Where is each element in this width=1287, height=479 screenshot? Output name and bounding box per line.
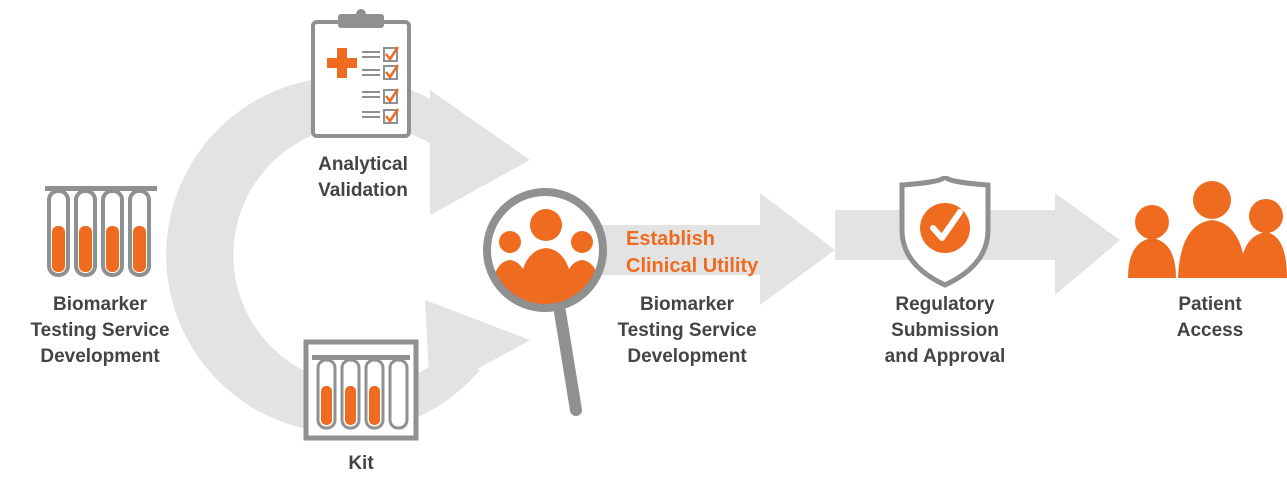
- test-tube-rack-icon: [303, 339, 419, 441]
- cycle-arrows: [166, 76, 530, 433]
- step-clinical-biomarker-development-label: Biomarker Testing Service Development: [617, 294, 757, 367]
- step-kit-label: Kit: [348, 453, 374, 474]
- step-biomarker-development-label: Biomarker Testing Service Development: [30, 294, 170, 367]
- people-group-icon: [1128, 181, 1287, 278]
- shield-check-icon: [899, 174, 991, 288]
- step-patient-access-label: Patient Access: [1176, 294, 1244, 341]
- step-establish-clinical-utility-label: Establish Clinical Utility: [626, 228, 759, 277]
- step-regulatory-approval-label: Regulatory Submission and Approval: [884, 294, 1006, 367]
- step-analytical-validation-label: Analytical Validation: [318, 154, 408, 201]
- test-tubes-icon: [45, 186, 157, 277]
- magnifier-people-icon: [483, 188, 607, 416]
- clipboard-checklist-icon: [311, 9, 411, 138]
